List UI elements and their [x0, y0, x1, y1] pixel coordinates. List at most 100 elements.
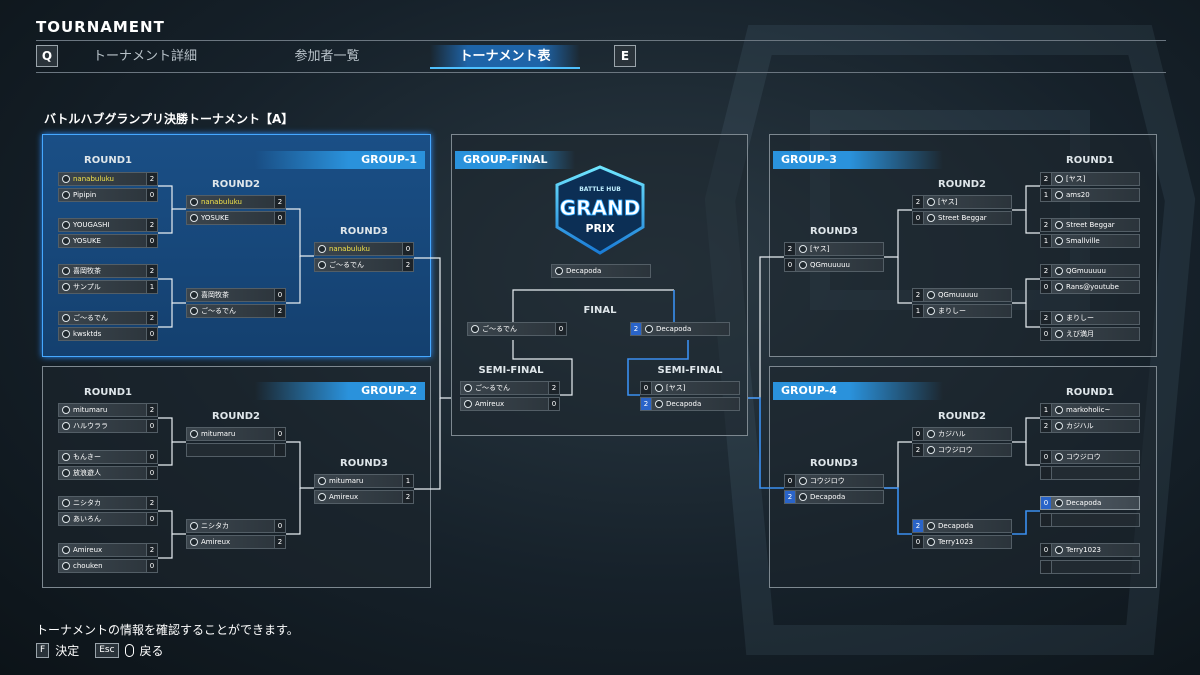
player-platform-icon	[555, 267, 563, 275]
player-name: Terry1023	[1066, 546, 1101, 554]
player-slot[interactable]: Decapoda	[551, 264, 651, 278]
tab-bracket[interactable]: トーナメント表	[430, 45, 580, 69]
next-tab-key[interactable]: E	[614, 45, 636, 67]
player-name: カジハル	[1066, 422, 1094, 430]
player-platform-icon	[1055, 330, 1063, 338]
player-slot[interactable]: 0 カジハル	[912, 427, 1012, 441]
player-slot[interactable]	[1040, 560, 1140, 574]
player-score: 0	[1041, 544, 1052, 556]
player-score: 0	[274, 289, 285, 301]
player-score: 0	[146, 467, 157, 479]
player-score: 2	[274, 305, 285, 317]
player-score: 0	[913, 212, 924, 224]
player-name: ご～るでん	[475, 384, 510, 392]
g4-round3-label: ROUND3	[810, 458, 858, 469]
player-slot[interactable]: 0 Street Beggar	[912, 211, 1012, 225]
player-slot[interactable]: 0 Terry1023	[1040, 543, 1140, 557]
player-score: 0	[274, 520, 285, 532]
player-name: サンプル	[73, 283, 101, 291]
player-platform-icon	[799, 493, 807, 501]
player-slot[interactable]: 2[ヤス]	[912, 195, 1012, 209]
g4-round1-label: ROUND1	[1066, 387, 1114, 398]
f-key[interactable]: F	[36, 643, 50, 658]
player-score	[1041, 467, 1052, 479]
player-score: 2	[1041, 219, 1052, 231]
player-score: 0	[913, 428, 924, 440]
g4-round2-label: ROUND2	[938, 411, 986, 422]
player-platform-icon	[799, 245, 807, 253]
player-score	[1041, 561, 1052, 573]
player-slot[interactable]: 2[ヤス]	[1040, 172, 1140, 186]
player-platform-icon	[318, 261, 326, 269]
player-slot[interactable]: 2[ヤス]	[784, 242, 884, 256]
player-platform-icon	[1055, 314, 1063, 322]
player-slot[interactable]	[1040, 466, 1140, 480]
player-name: [ヤス]	[666, 384, 686, 392]
prev-tab-key[interactable]: Q	[36, 45, 58, 67]
player-slot[interactable]	[186, 443, 286, 457]
player-name: カジハル	[938, 430, 966, 438]
player-score: 2	[641, 398, 652, 410]
back-label: 戻る	[139, 644, 164, 658]
esc-key[interactable]: Esc	[95, 643, 119, 658]
player-score: 2	[146, 312, 157, 324]
player-name: Street Beggar	[938, 214, 987, 222]
tab-tournament-details[interactable]: トーナメント詳細	[92, 49, 197, 64]
tab-participants[interactable]: 参加者一覧	[294, 49, 360, 64]
player-slot[interactable]	[1040, 513, 1140, 527]
player-slot[interactable]: 0[ヤス]	[640, 381, 740, 395]
